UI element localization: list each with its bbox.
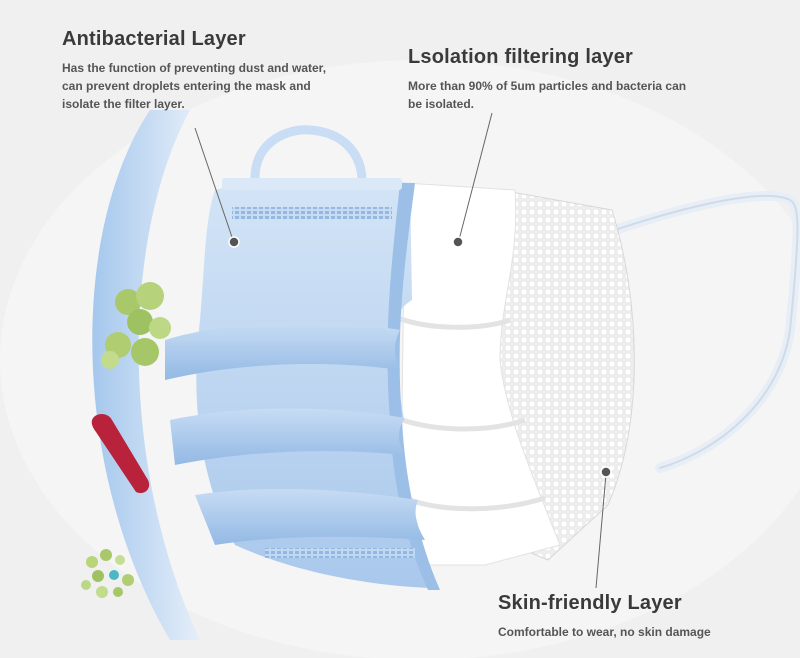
antibacterial-desc-line: Has the function of preventing dust and … [62,61,327,75]
skin-friendly-layer [499,189,635,561]
antibacterial-desc-line: isolate the filter layer. [62,97,185,111]
mask-pleat-3 [195,488,425,545]
leader-dot-antibacterial [228,236,240,248]
leader-line-isolation [458,112,493,241]
isolation-title: Lsolation filtering layer [408,46,634,68]
filter-fold-3 [409,495,546,512]
ear-loop-left [250,125,367,183]
bottom-perforation [265,548,415,558]
leader-dot-skin [600,466,612,478]
green-germ-cluster [101,282,171,369]
label-isolation-filtering-layer: Lsolation filtering layer More than 90% … [408,46,738,113]
isolation-filter-layer [399,182,561,566]
skin-description: Comfortable to wear, no skin damage [498,623,788,641]
antibacterial-title: Antibacterial Layer [62,28,246,50]
red-bacteria [91,414,150,494]
skin-desc-line: Comfortable to wear, no skin damage [498,625,711,639]
leader-line-skin [595,473,607,589]
mask-pleat-1 [165,322,400,380]
isolation-desc-line: More than 90% of 5um particles and bacte… [408,79,687,93]
nose-perforation [232,207,392,219]
skin-title: Skin-friendly Layer [498,592,682,614]
isolation-description: More than 90% of 5um particles and bacte… [408,77,738,113]
mask-pleat-2 [170,408,405,465]
ear-loop-right-shade [614,194,799,469]
nose-wire-band [222,178,402,190]
isolation-desc-line: be isolated. [408,97,475,111]
leader-line-antibacterial [194,127,234,241]
mask-edge-strip [387,183,440,590]
leader-dot-isolation [452,236,464,248]
filter-fold-2 [401,417,526,432]
antibacterial-description: Has the function of preventing dust and … [62,59,392,113]
label-skin-friendly-layer: Skin-friendly Layer Comfortable to wear,… [498,592,788,641]
label-antibacterial-layer: Antibacterial Layer Has the function of … [62,28,392,113]
face-arc [92,110,200,640]
mask-outer-layer [196,179,430,588]
antibacterial-desc-line: can prevent droplets entering the mask a… [62,79,311,93]
green-particles-small [81,549,134,598]
filter-fold-1 [397,315,511,330]
